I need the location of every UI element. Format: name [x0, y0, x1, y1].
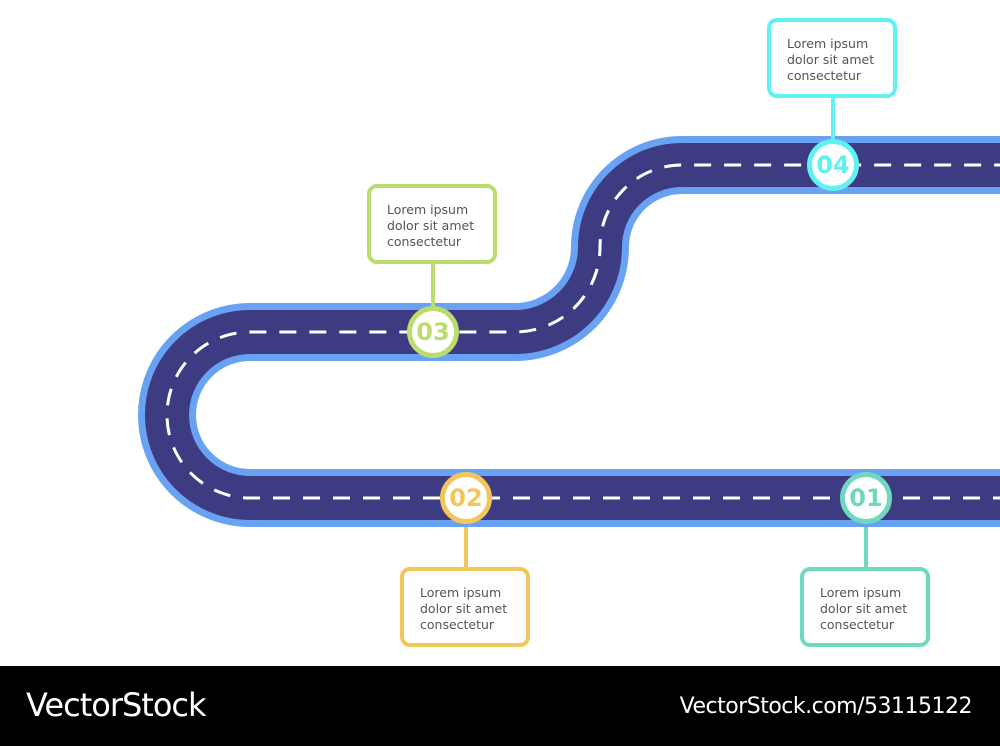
step-01-text-line: consectetur — [820, 617, 895, 632]
step-04-text-line: Lorem ipsum — [787, 36, 869, 51]
road-illustration — [138, 136, 1000, 527]
step-03-text-line: Lorem ipsum — [387, 202, 469, 217]
step-04-number: 04 — [816, 151, 850, 179]
step-04-text-line: dolor sit amet — [787, 52, 875, 67]
lane-divider — [165, 163, 1000, 500]
brand-logo: VectorStock — [26, 686, 207, 724]
step-02-connector — [464, 527, 468, 569]
step-04-card: Lorem ipsum dolor sit amet consectetur — [767, 18, 897, 98]
step-02-number: 02 — [449, 484, 483, 512]
step-03-text-line: consectetur — [387, 234, 462, 249]
step-04-connector — [831, 96, 835, 142]
step-01-text-line: dolor sit amet — [820, 601, 908, 616]
step-04-text-line: consectetur — [787, 68, 862, 83]
step-02-text-line: dolor sit amet — [420, 601, 508, 616]
step-01-number: 01 — [849, 484, 883, 512]
step-03-card: Lorem ipsum dolor sit amet consectetur — [367, 184, 497, 264]
step-01-connector — [864, 527, 868, 569]
step-03-number: 03 — [416, 318, 450, 346]
watermark-bar: VectorStock VectorStock.com/53115122 — [0, 666, 1000, 746]
step-02-text-line: consectetur — [420, 617, 495, 632]
step-04-marker: 04 — [807, 139, 859, 191]
step-02-marker: 02 — [440, 472, 492, 524]
step-01-card: Lorem ipsum dolor sit amet consectetur — [800, 567, 930, 647]
step-02-text-line: Lorem ipsum — [420, 585, 502, 600]
step-03-marker: 03 — [407, 306, 459, 358]
step-01-text-line: Lorem ipsum — [820, 585, 902, 600]
step-03-connector — [431, 262, 435, 308]
stock-url: VectorStock.com/53115122 — [679, 694, 973, 719]
step-01-marker: 01 — [840, 472, 892, 524]
roadmap-infographic: Lorem ipsum dolor sit amet consectetur 0… — [138, 18, 1000, 647]
step-03-text-line: dolor sit amet — [387, 218, 475, 233]
step-02-card: Lorem ipsum dolor sit amet consectetur — [400, 567, 530, 647]
